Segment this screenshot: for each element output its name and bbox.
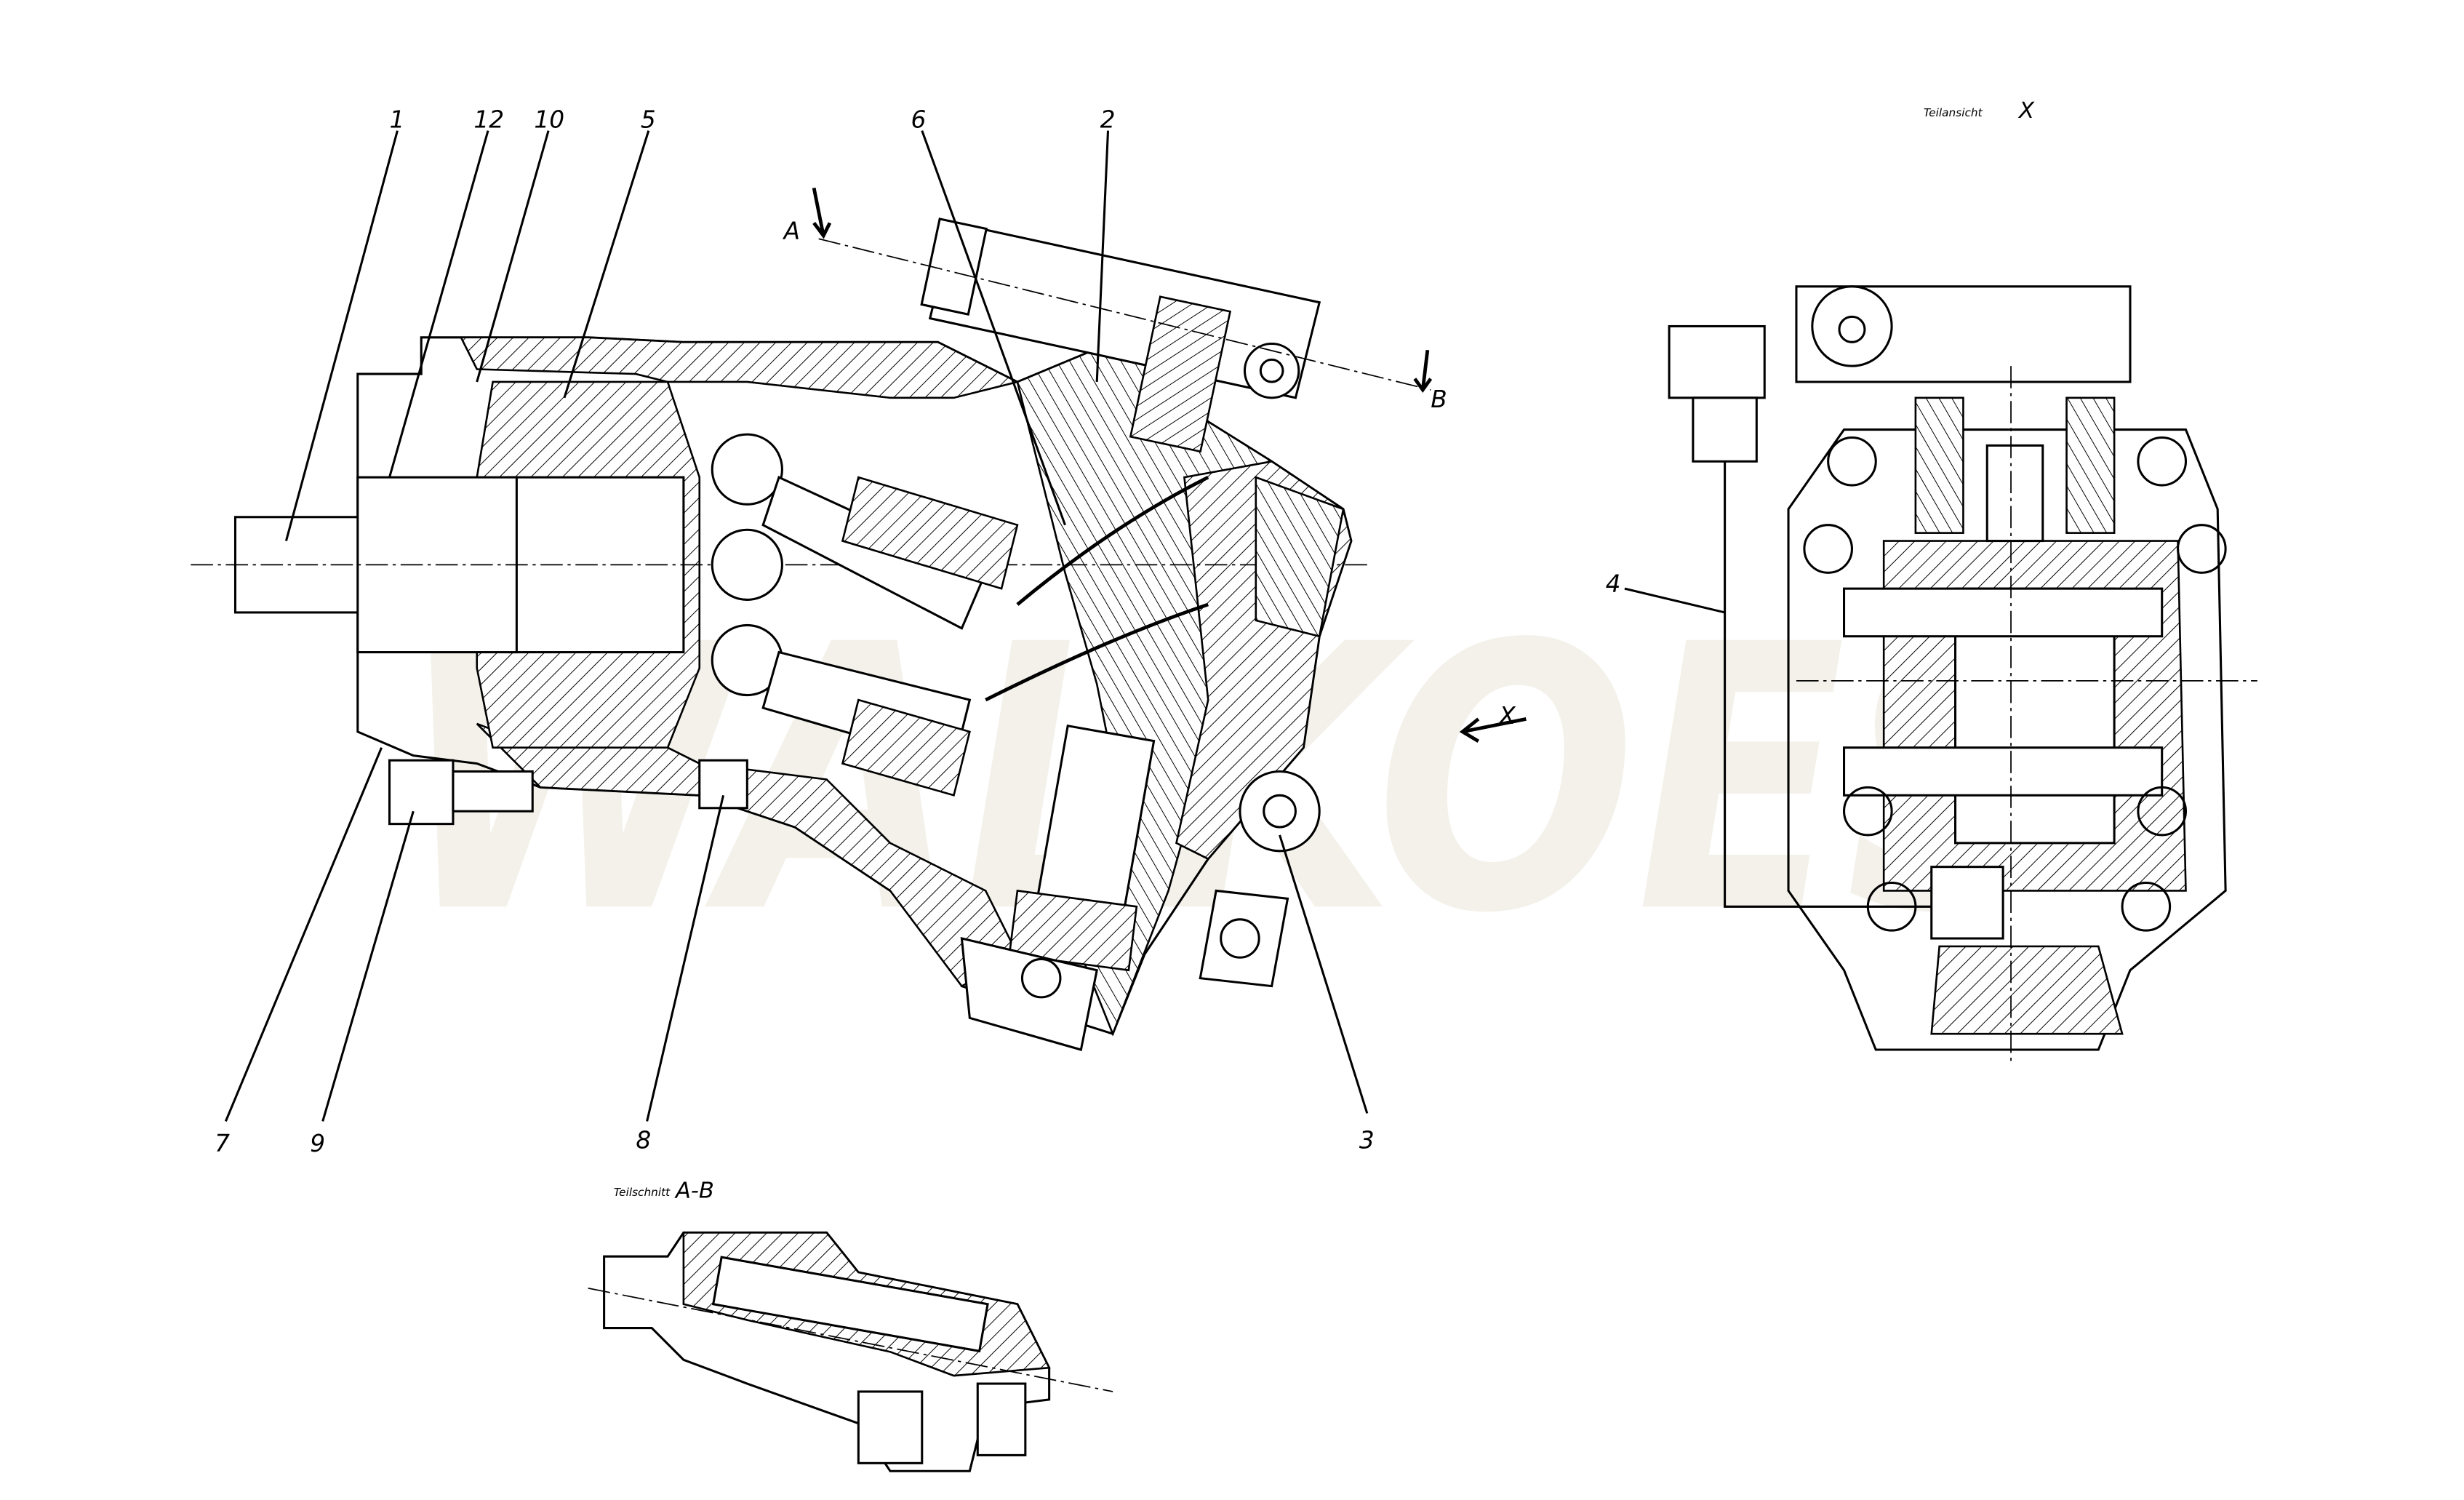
part-label-4: 4 [1606, 570, 1621, 598]
partial-section-a-b [588, 1231, 1113, 1472]
part-label-1: 1 [390, 105, 405, 133]
part-label-8: 8 [636, 1127, 651, 1154]
partial-section-letters: A-B [674, 1178, 714, 1203]
part-label-3: 3 [1359, 1127, 1375, 1154]
partial-view-x [1668, 285, 2257, 1066]
part-label-2: 2 [1100, 105, 1116, 133]
section-mark-b: B [1431, 386, 1447, 413]
part-label-12: 12 [473, 105, 504, 133]
partial-section-title: Teilschnitt [614, 1186, 671, 1199]
leader-lines [224, 130, 1725, 1122]
partial-view-letter: X [2017, 98, 2035, 124]
view-mark-x: X [1497, 702, 1516, 730]
part-label-9: 9 [310, 1130, 325, 1157]
part-label-10: 10 [534, 105, 564, 133]
part-label-7: 7 [215, 1130, 230, 1157]
partial-view-title: Teilansicht [1924, 106, 1983, 119]
main-pump-section [191, 218, 1431, 1051]
section-mark-a: A [783, 217, 800, 244]
part-label-5: 5 [641, 105, 656, 133]
part-label-6: 6 [911, 105, 926, 133]
